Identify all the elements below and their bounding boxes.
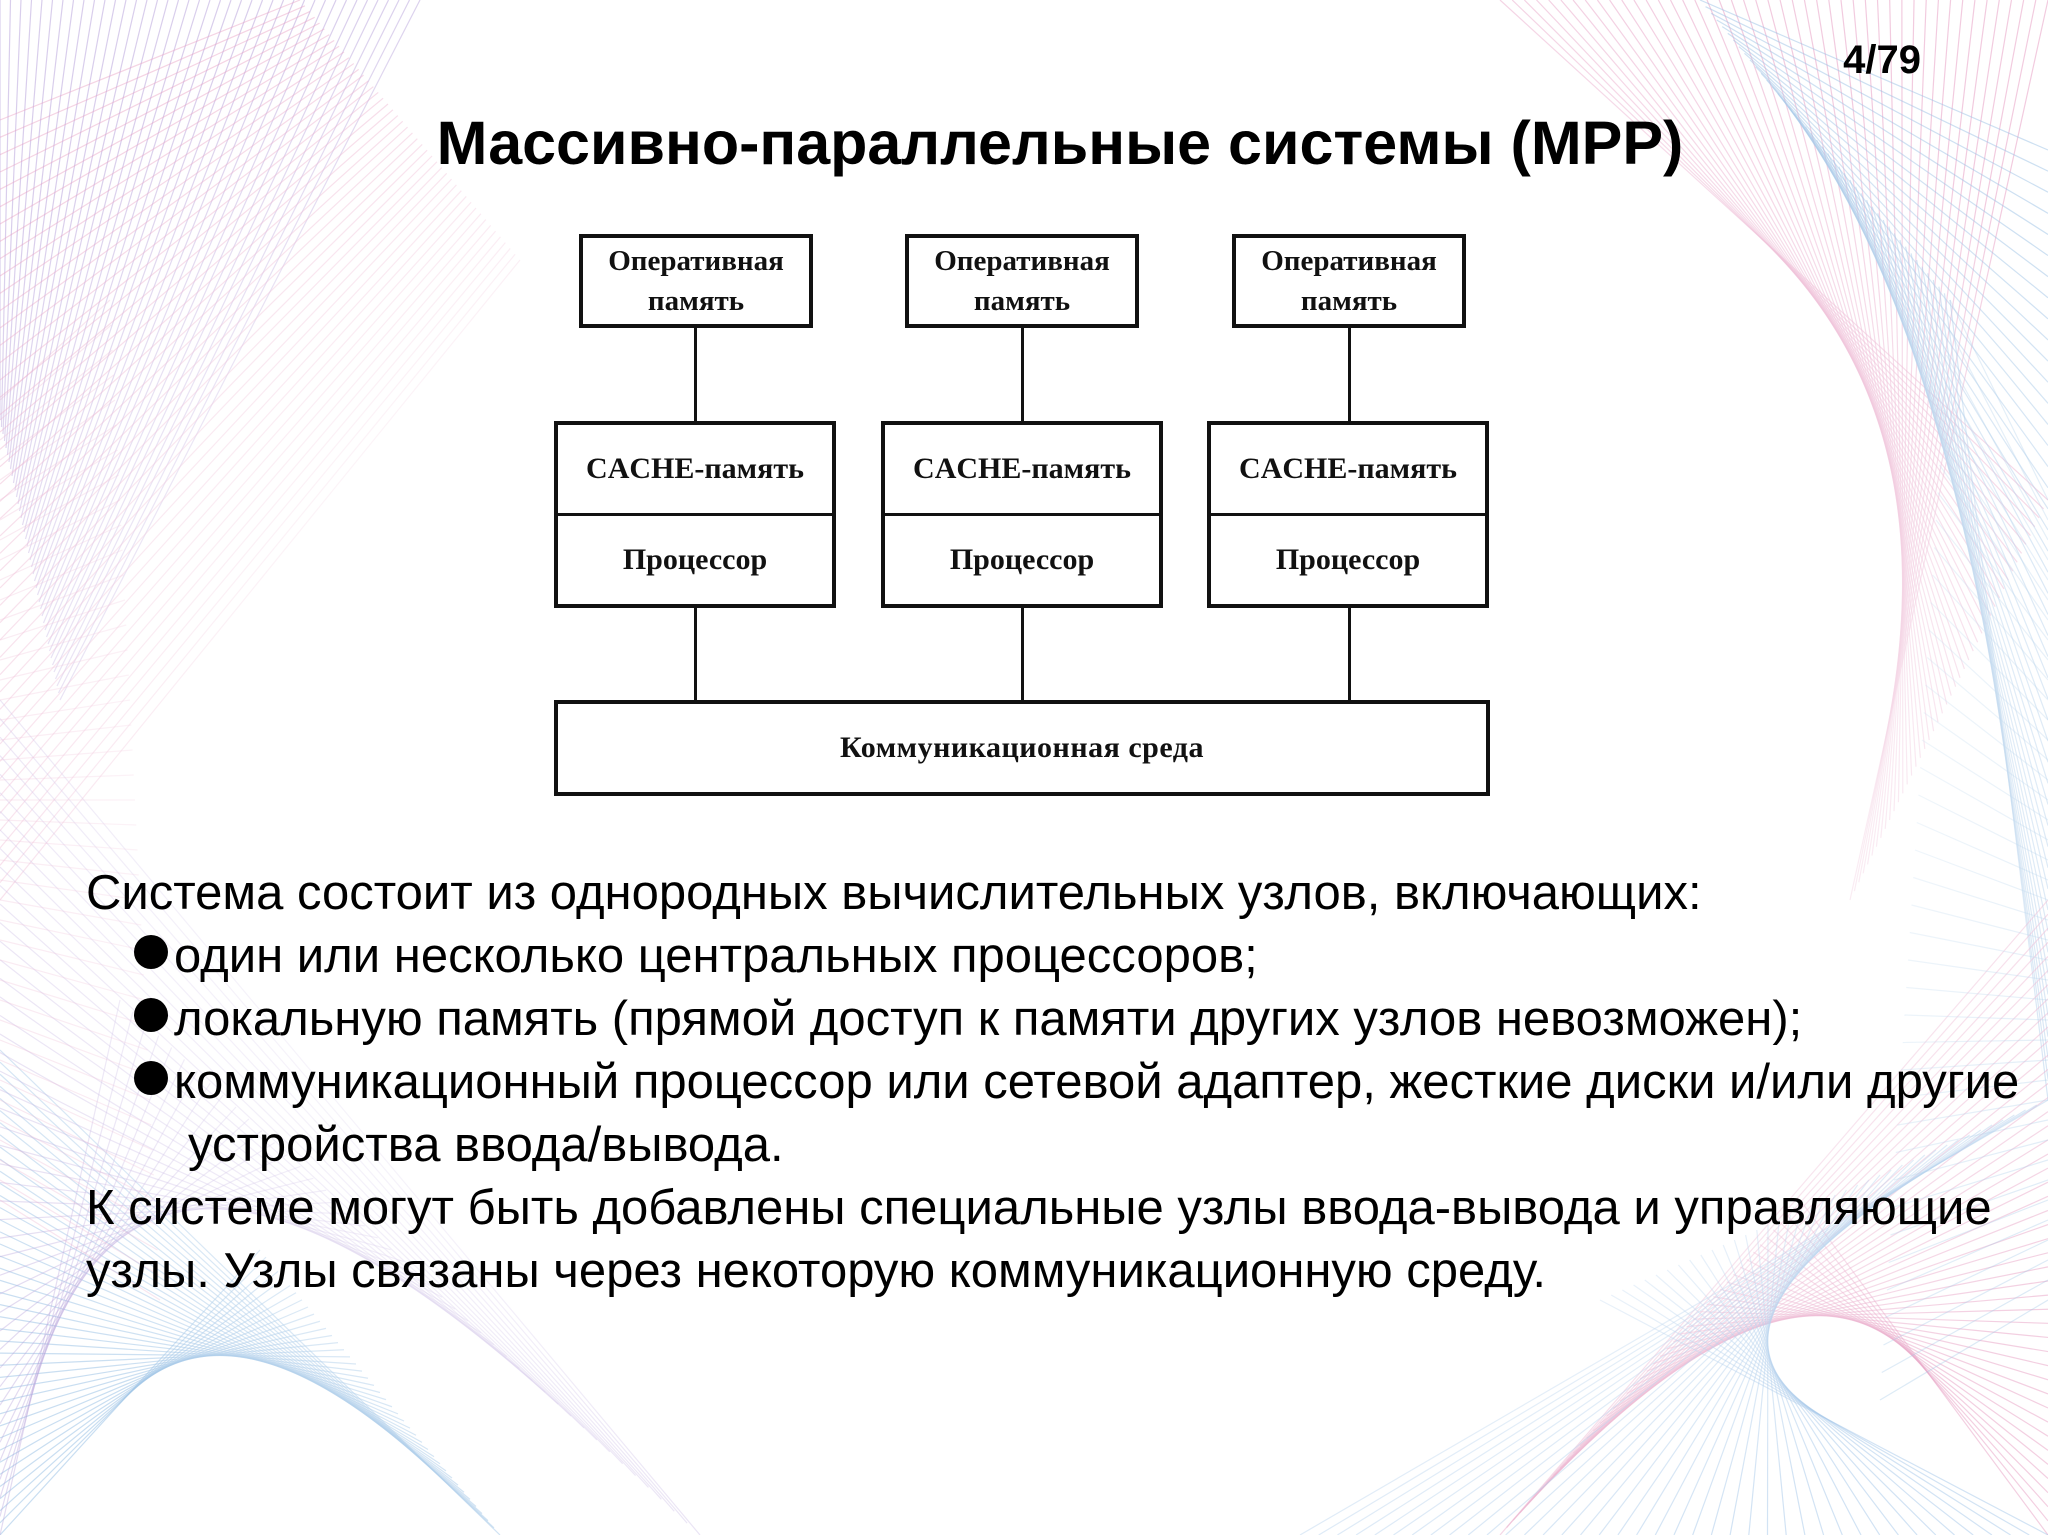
processor-box-2: Процессор [881,514,1163,608]
bullet-icon [134,935,168,969]
communication-medium-box: Коммуникационная среда [554,700,1490,796]
cache-box-3: CACHE-память [1207,421,1489,517]
cache-box-2: CACHE-память [881,421,1163,517]
ram-cache-link-2 [1021,327,1024,421]
slide-title: Массивно-параллельные системы (MPP) [436,109,1684,177]
cpu-comm-link-2 [1021,606,1024,702]
ram-cache-link-1 [694,327,697,421]
processor-box-1: Процессор [554,514,836,608]
bullet-list: один или несколько центральных процессор… [86,925,2026,1177]
slide-body: Система состоит из однородных вычислител… [86,862,2026,1303]
cpu-comm-link-1 [694,606,697,702]
intro-text: Система состоит из однородных вычислител… [86,866,1702,920]
processor-box-3: Процессор [1207,514,1489,608]
bullet-item: локальную память (прямой доступ к памяти… [86,988,2026,1051]
bullet-icon [134,998,168,1032]
outro-text: К системе могут быть добавлены специальн… [86,1181,1992,1298]
cpu-comm-link-3 [1348,606,1351,702]
bullet-icon [134,1061,168,1095]
bullet-item: коммуникационный процессор или сетевой а… [86,1051,2026,1177]
ram-cache-link-3 [1348,327,1351,421]
cache-box-1: CACHE-память [554,421,836,517]
bullet-item: один или несколько центральных процессор… [86,925,2026,988]
slide-number: 4/79 [1843,38,1921,82]
